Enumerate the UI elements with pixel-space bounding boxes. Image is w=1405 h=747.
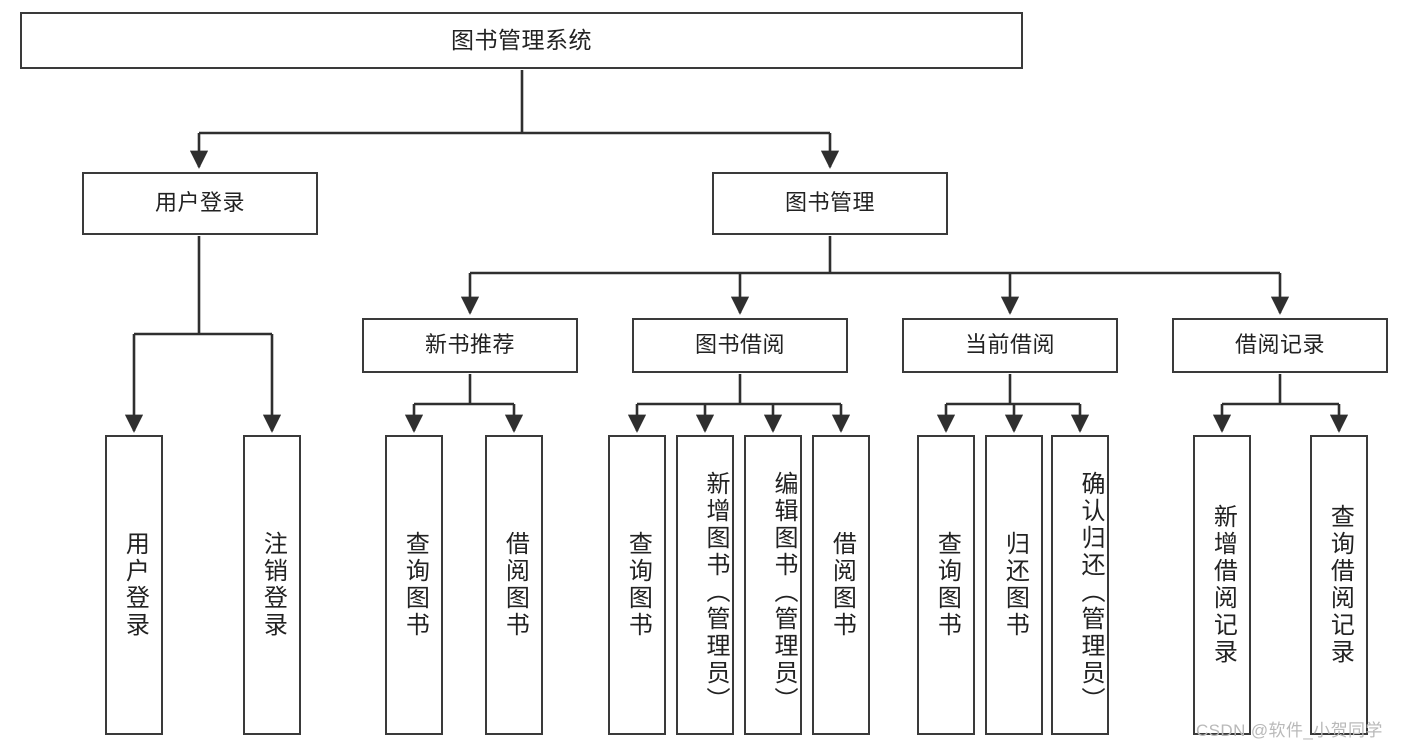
leaf-user-login[interactable]: 用户登录 (105, 435, 163, 735)
node-book-borrow[interactable]: 图书借阅 (632, 318, 848, 373)
leaf-borrow-book[interactable]: 借阅图书 (812, 435, 870, 735)
leaf-return-book[interactable]: 归还图书 (985, 435, 1043, 735)
node-user-login[interactable]: 用户登录 (82, 172, 318, 235)
leaf-edit-book-admin[interactable]: 编辑图书（管理员） (744, 435, 802, 735)
csdn-watermark: CSDN @软件_小贺同学 (1196, 721, 1383, 740)
node-root-book-management-system[interactable]: 图书管理系统 (20, 12, 1023, 69)
leaf-user-logout[interactable]: 注销登录 (243, 435, 301, 735)
leaf-query-book-recommendation[interactable]: 查询图书 (385, 435, 443, 735)
leaf-borrow-book-recommendation[interactable]: 借阅图书 (485, 435, 543, 735)
leaf-query-borrow-record[interactable]: 查询借阅记录 (1310, 435, 1368, 735)
leaf-add-borrow-record[interactable]: 新增借阅记录 (1193, 435, 1251, 735)
leaf-add-book-admin[interactable]: 新增图书（管理员） (676, 435, 734, 735)
leaf-confirm-return-admin[interactable]: 确认归还（管理员） (1051, 435, 1109, 735)
node-borrow-record[interactable]: 借阅记录 (1172, 318, 1388, 373)
leaf-query-book-borrow[interactable]: 查询图书 (608, 435, 666, 735)
node-book-management[interactable]: 图书管理 (712, 172, 948, 235)
node-current-borrow[interactable]: 当前借阅 (902, 318, 1118, 373)
node-new-book-recommendation[interactable]: 新书推荐 (362, 318, 578, 373)
leaf-query-book-current[interactable]: 查询图书 (917, 435, 975, 735)
